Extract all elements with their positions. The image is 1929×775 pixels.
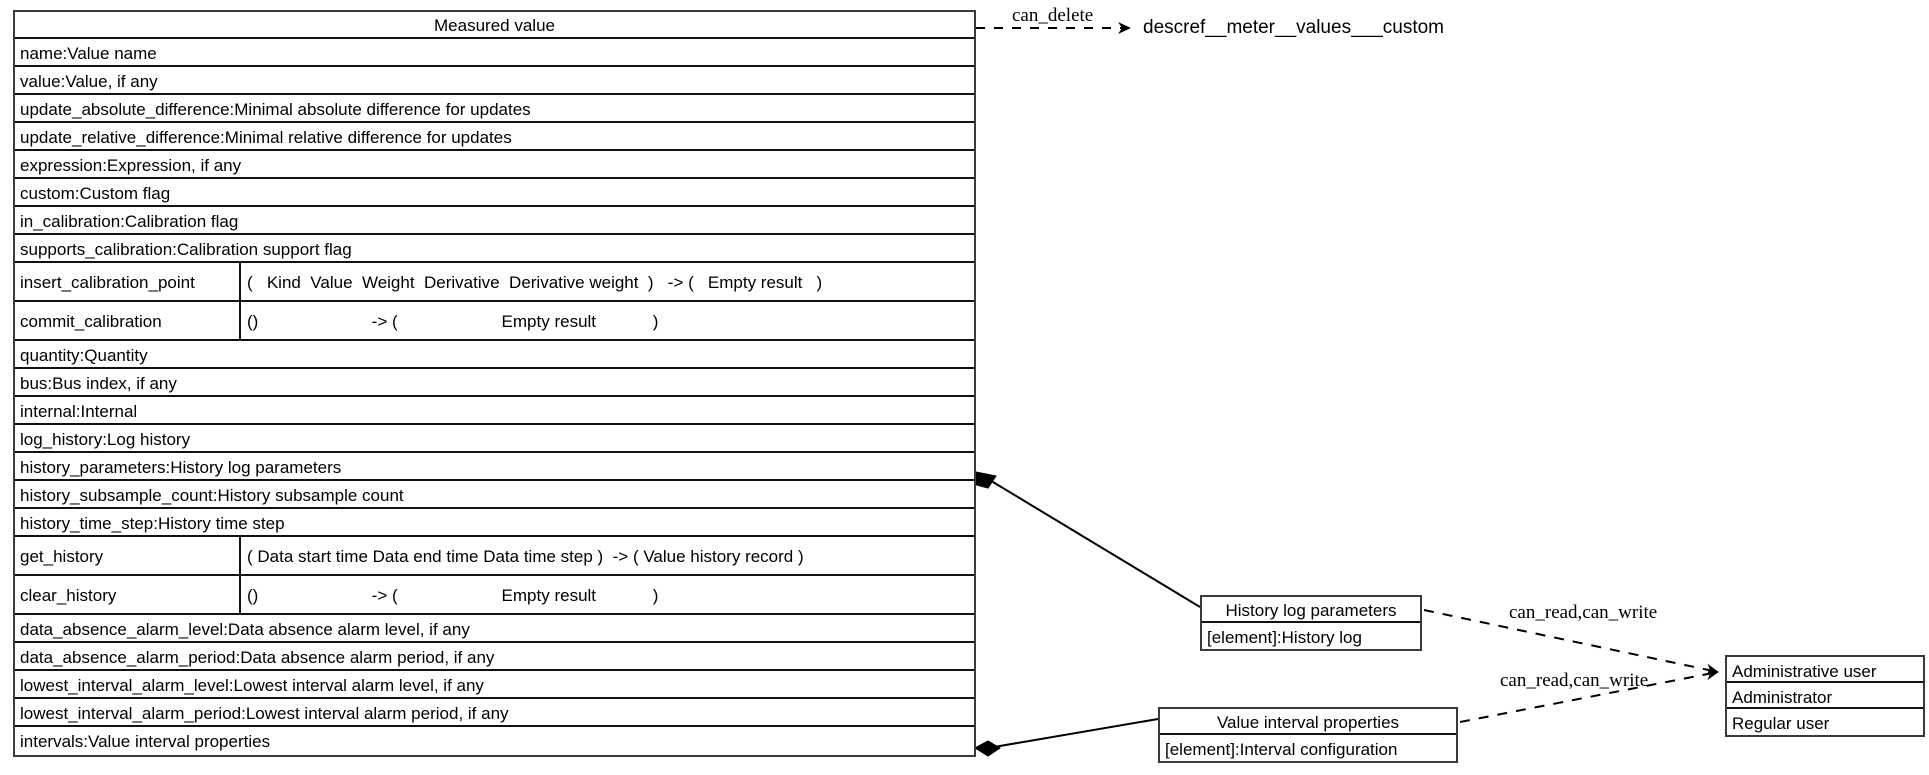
attribute-row: data_absence_alarm_period:Data absence a… [15,643,974,671]
operation-signature: () -> ( Empty result ) [247,312,659,331]
operation-row: insert_calibration_point ( Kind Value We… [15,263,974,302]
class-title-history-log-parameters: History log parameters [1202,597,1420,623]
attribute-row: history_subsample_count:History subsampl… [15,481,974,509]
class-history-log-parameters[interactable]: History log parameters [element]:History… [1200,595,1422,651]
operation-signature: ( Kind Value Weight Derivative Derivativ… [247,273,823,292]
attribute-row: lowest_interval_alarm_level:Lowest inter… [15,671,974,699]
attribute-row: internal:Internal [15,397,974,425]
operation-name: clear_history [15,576,241,613]
attribute-row: history_time_step:History time step [15,509,974,537]
attribute-row: update_relative_difference:Minimal relat… [15,123,974,151]
attribute-row: bus:Bus index, if any [15,369,974,397]
attribute-row: name:Value name [15,39,974,67]
operation-name: commit_calibration [15,302,241,339]
edge-intervals-composition [973,718,1159,757]
operation-row: clear_history () -> ( Empty result ) [15,576,974,615]
edge-label-can-read-write-top: can_read,can_write [1509,602,1658,623]
attribute-row: history_parameters:History log parameter… [15,453,974,481]
root-node-label: descref__meter__values___custom [1143,17,1445,38]
class-administrative-user[interactable]: Administrative user Administrator Regula… [1725,655,1925,737]
operation-name: insert_calibration_point [15,263,241,300]
operation-row: commit_calibration () -> ( Empty result … [15,302,974,341]
operation-name: get_history [15,537,241,574]
edge-history-composition [968,471,1201,608]
attribute-row: custom:Custom flag [15,179,974,207]
attribute-row: supports_calibration:Calibration support… [15,235,974,263]
attribute-row: in_calibration:Calibration flag [15,207,974,235]
attribute-row: value:Value, if any [15,67,974,95]
attribute-row: intervals:Value interval properties [15,727,974,755]
attribute-row: lowest_interval_alarm_period:Lowest inte… [15,699,974,727]
class-title-value-interval-properties: Value interval properties [1160,709,1456,735]
class-value-interval-properties[interactable]: Value interval properties [element]:Inte… [1158,707,1458,763]
enum-row: Administrator [1727,683,1923,709]
class-title-administrative-user: Administrative user [1727,657,1923,683]
attribute-row: expression:Expression, if any [15,151,974,179]
attribute-row: data_absence_alarm_level:Data absence al… [15,615,974,643]
operation-row: get_history ( Data start time Data end t… [15,537,974,576]
attribute-row: [element]:Interval configuration [1160,735,1456,761]
enum-row: Regular user [1727,709,1923,735]
edge-label-can-delete: can_delete [1012,5,1094,26]
attribute-row: [element]:History log [1202,623,1420,649]
class-title-measured-value: Measured value [15,12,974,39]
operation-signature: () -> ( Empty result ) [247,586,659,605]
attribute-row: log_history:Log history [15,425,974,453]
class-measured-value[interactable]: Measured value name:Value name value:Val… [13,10,976,757]
attribute-row: quantity:Quantity [15,341,974,369]
operation-signature: ( Data start time Data end time Data tim… [247,547,804,566]
edge-label-can-read-write-bottom: can_read,can_write [1500,670,1649,691]
attribute-row: update_absolute_difference:Minimal absol… [15,95,974,123]
